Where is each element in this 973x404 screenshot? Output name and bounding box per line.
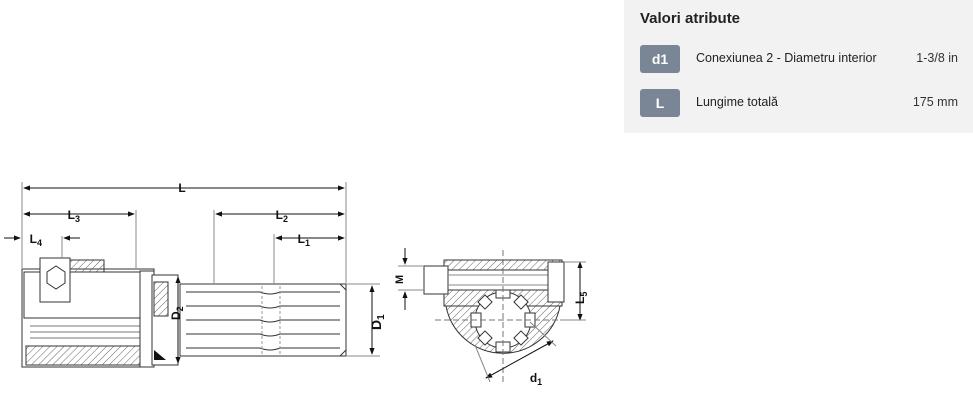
technical-drawing: L L3 L2 L1 L4 D2 D1 M L5 d1 (0, 150, 600, 404)
shaft-end-view (423, 250, 575, 385)
dim-label-L1: L1 (298, 232, 310, 248)
attribute-label: Conexiunea 2 - Diametru interior (696, 51, 877, 65)
dim-label-L5: L5 (573, 292, 589, 304)
dim-label-L: L (178, 181, 185, 195)
dimension-labels: L L3 L2 L1 L4 D2 D1 M L5 d1 (30, 181, 589, 387)
shaft-side-view (21, 257, 347, 368)
dim-label-L2: L2 (276, 208, 288, 224)
dim-label-D1: D1 (368, 314, 387, 330)
attribute-badge: d1 (640, 45, 680, 73)
shaft-technical-drawing-svg: L L3 L2 L1 L4 D2 D1 M L5 d1 (4, 181, 589, 387)
attribute-label: Lungime totală (696, 95, 779, 109)
dim-label-L3: L3 (68, 208, 80, 224)
dim-label-M: M (394, 275, 406, 284)
dim-label-d1: d1 (530, 371, 542, 387)
attribute-values-panel: Valori atribute d1 Conexiunea 2 - Diamet… (624, 0, 973, 133)
dimension-lines (4, 182, 586, 383)
attribute-badge: L (640, 89, 680, 117)
dim-label-L4: L4 (30, 232, 42, 248)
dim-label-D2: D2 (169, 306, 185, 320)
attribute-row-d1: d1 Conexiunea 2 - Diametru interior 1-3/… (640, 45, 973, 73)
attribute-value: 175 mm (912, 95, 958, 109)
attribute-value: 1-3/8 in (916, 51, 958, 65)
panel-title: Valori atribute (640, 10, 741, 27)
attribute-row-l: L Lungime totală 175 mm (640, 89, 973, 117)
